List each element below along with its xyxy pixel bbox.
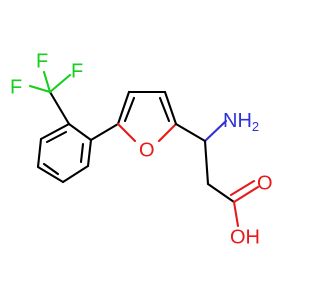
benzene-bond xyxy=(67,122,93,142)
benzene-double-bond xyxy=(79,142,85,164)
bond-aryl-furan xyxy=(89,122,120,142)
benzene-double-bond xyxy=(42,162,60,176)
furan-bond-o xyxy=(157,122,178,143)
bond-furan-calpha xyxy=(174,122,207,143)
benzene-bond xyxy=(39,122,71,141)
amine-label: NH2 xyxy=(223,110,259,134)
fluorine-label: F xyxy=(71,60,83,82)
bond-c-f-left xyxy=(28,84,52,94)
chemical-structure: F F F O NH2 O OH xyxy=(10,50,273,248)
furan-oxygen-label: O xyxy=(139,139,155,161)
benzene-bond xyxy=(86,138,93,168)
benzene-bond xyxy=(36,137,43,169)
fluorine-label: F xyxy=(10,76,22,98)
bond-cf3-ring xyxy=(48,90,71,126)
bond-c-n xyxy=(203,119,228,143)
furan-ring xyxy=(116,90,178,143)
bond-c-o-double-2 xyxy=(229,179,256,197)
bond-ch2-cooh xyxy=(206,182,236,204)
bond-c-o-double xyxy=(232,185,260,204)
furan-bond xyxy=(116,90,131,126)
bond-c-oh xyxy=(232,200,240,228)
benzene-bond xyxy=(61,164,90,184)
fluorine-label: F xyxy=(36,50,48,72)
hydroxyl-label: OH xyxy=(230,226,260,248)
amine-label-subscript: 2 xyxy=(252,119,259,134)
furan-bond xyxy=(163,90,178,126)
benzene-double-bond xyxy=(45,130,68,144)
amino-acid-side-chain xyxy=(174,119,260,228)
bond-c-f-top xyxy=(42,70,52,94)
furan-bond-o xyxy=(116,122,137,143)
amine-label-main: NH xyxy=(223,110,252,132)
furan-double-bond xyxy=(123,96,136,123)
bond-c-f-right xyxy=(48,73,72,94)
atom-labels: F F F O NH2 O OH xyxy=(10,50,273,248)
benzene-bond xyxy=(36,165,65,184)
benzene-ring xyxy=(36,122,93,184)
trifluoromethyl-bonds xyxy=(28,70,72,126)
furan-double-bond xyxy=(158,96,171,123)
carbonyl-oxygen-label: O xyxy=(257,172,273,194)
bond-calpha-ch2 xyxy=(203,139,210,186)
